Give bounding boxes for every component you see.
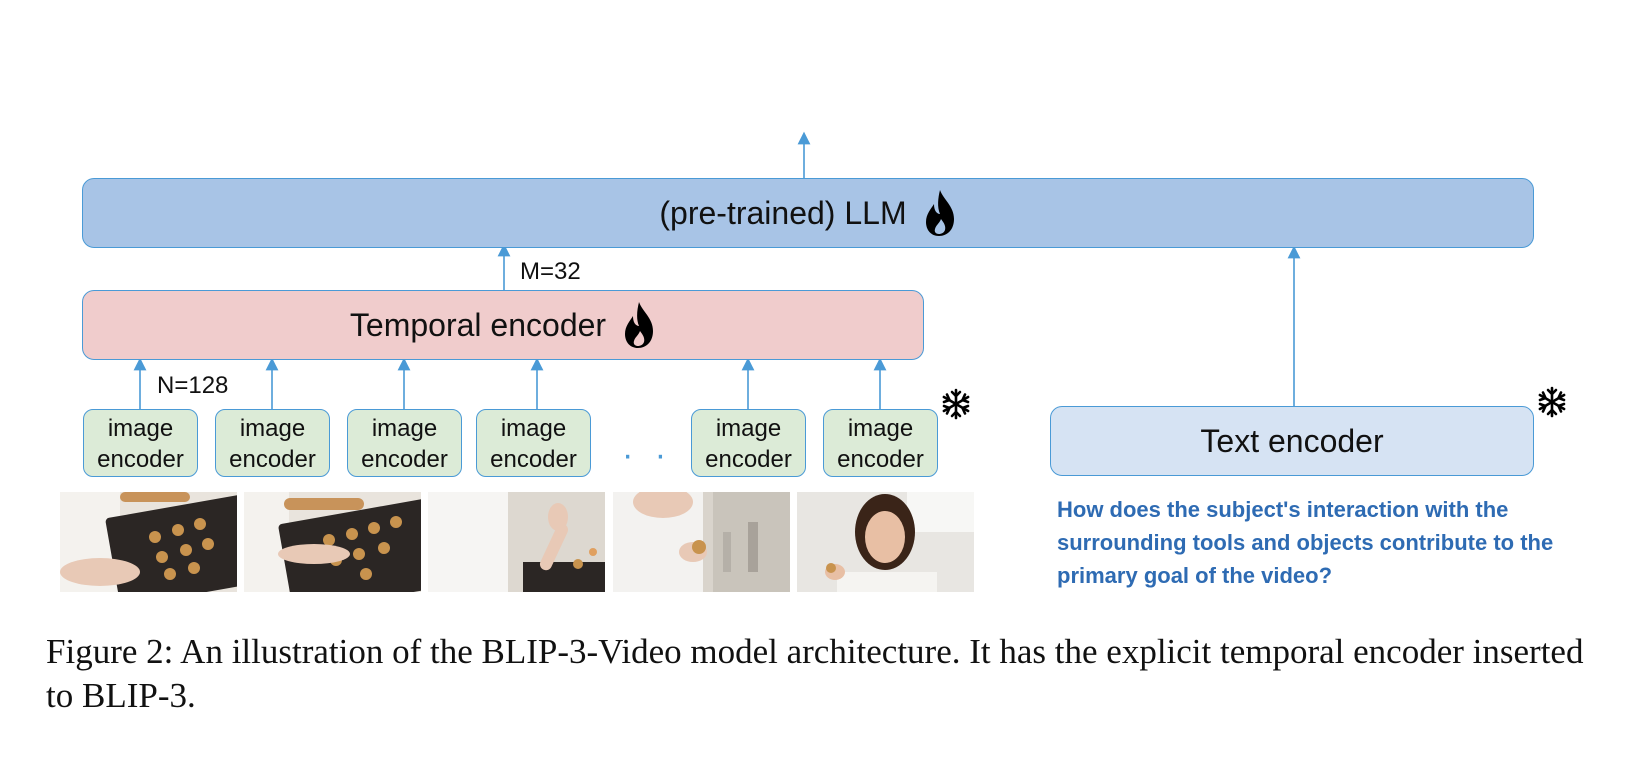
image-encoder-label: encoder [490, 446, 577, 473]
flame-icon [925, 190, 954, 236]
flame-icon [625, 302, 654, 348]
video-frame-5 [797, 492, 974, 592]
video-frame-3 [428, 492, 605, 592]
ellipsis: · · · [622, 436, 705, 474]
text-encoder-box: Text encoder [1050, 406, 1534, 476]
video-frame-2 [244, 492, 421, 592]
image-encoder-label: encoder [229, 446, 316, 473]
image-encoder-label: image [847, 415, 914, 442]
image-encoder-6: image encoder [823, 409, 938, 477]
llm-label: (pre-trained) LLM [659, 194, 907, 231]
m-label: M=32 [520, 258, 581, 285]
image-encoder-label: encoder [837, 446, 924, 473]
image-encoder-5: image encoder [691, 409, 806, 477]
image-encoder-3: image encoder [347, 409, 462, 477]
image-encoder-label: image [715, 415, 782, 442]
image-encoder-label: encoder [361, 446, 448, 473]
video-frame-1 [60, 492, 237, 592]
image-encoder-label: image [239, 415, 306, 442]
image-encoder-label: encoder [705, 446, 792, 473]
question-text: How does the subject's interaction with … [1057, 497, 1554, 588]
temporal-encoder-box: Temporal encoder [82, 290, 924, 360]
n-label: N=128 [157, 372, 229, 399]
image-encoder-label: image [371, 415, 438, 442]
image-encoder-1: image encoder [83, 409, 198, 477]
text-encoder-label: Text encoder [1200, 422, 1384, 459]
snowflake-icon [942, 388, 970, 420]
llm-box: (pre-trained) LLM [82, 178, 1534, 248]
figure-caption: Figure 2: An illustration of the BLIP-3-… [46, 632, 1584, 715]
image-encoder-label: encoder [97, 446, 184, 473]
image-encoder-2: image encoder [215, 409, 330, 477]
video-frame-4 [613, 492, 790, 592]
snowflake-icon [1538, 386, 1566, 418]
image-encoder-label: image [500, 415, 567, 442]
image-encoder-label: image [107, 415, 174, 442]
image-encoder-4: image encoder [476, 409, 591, 477]
temporal-label: Temporal encoder [349, 306, 607, 343]
